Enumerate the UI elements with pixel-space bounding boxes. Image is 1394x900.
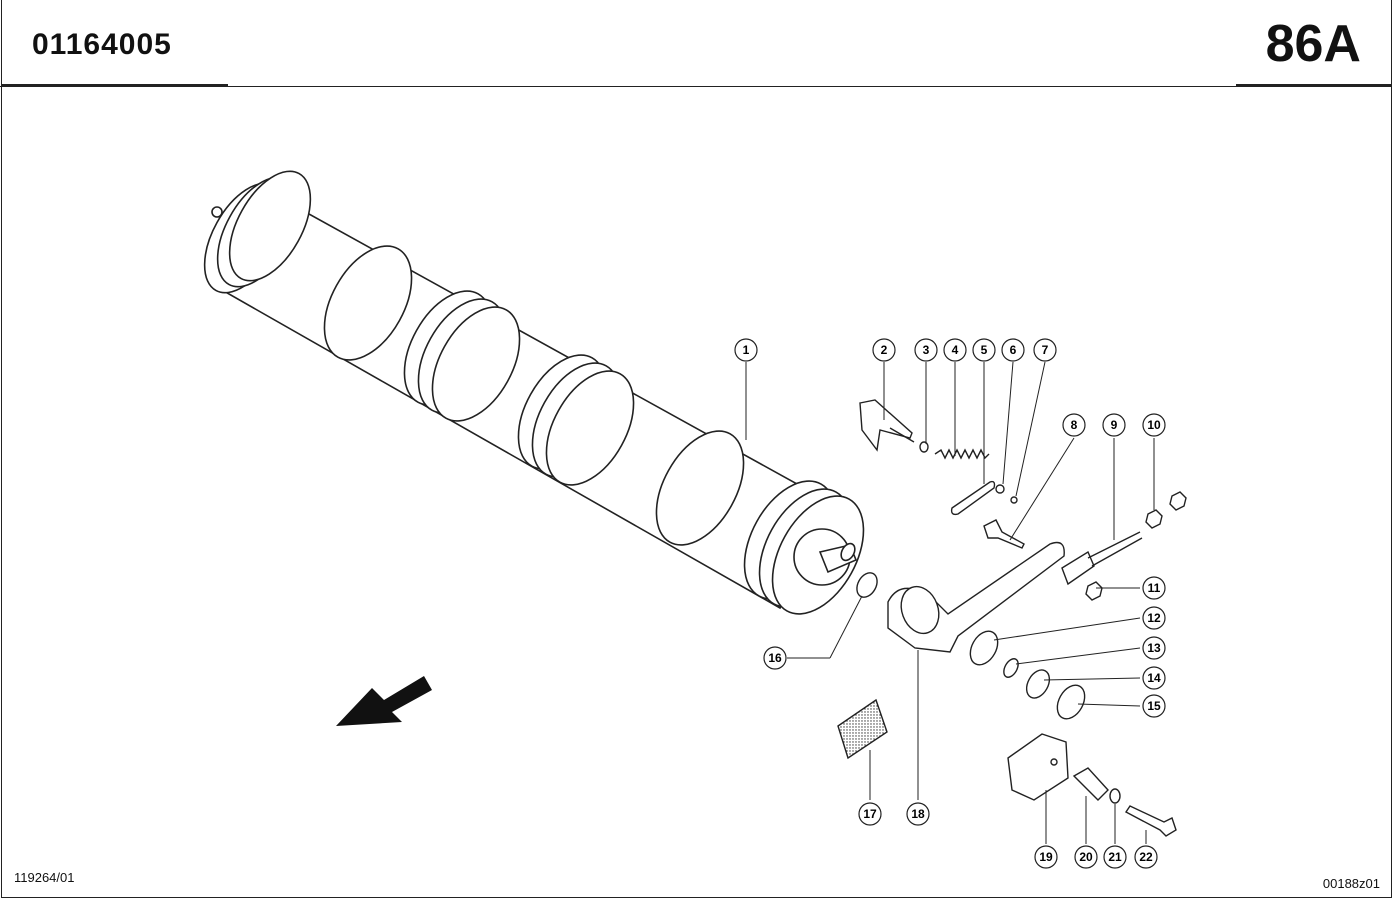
drawing-reference-right: 00188z01 <box>1322 876 1380 891</box>
link-5 <box>950 480 996 516</box>
callout-21: 21 <box>1103 845 1127 869</box>
washer-3 <box>919 441 929 453</box>
callout-3: 3 <box>914 338 938 362</box>
callout-4: 4 <box>943 338 967 362</box>
callout-11: 11 <box>1142 576 1166 600</box>
callout-13: 13 <box>1142 636 1166 660</box>
callout-label: 3 <box>923 343 930 357</box>
callout-label: 16 <box>768 651 782 665</box>
callout-14: 14 <box>1142 666 1166 690</box>
callout-8: 8 <box>1062 413 1086 437</box>
callout-label: 17 <box>863 807 877 821</box>
bearing-12 <box>969 630 999 666</box>
callout-10: 10 <box>1142 413 1166 437</box>
callout-2: 2 <box>872 338 896 362</box>
callout-label: 4 <box>952 343 959 357</box>
washer-21 <box>1109 788 1121 804</box>
bolt-8 <box>983 519 1025 549</box>
callout-9: 9 <box>1102 413 1126 437</box>
callout-15: 15 <box>1142 694 1166 718</box>
callout-7: 7 <box>1033 338 1057 362</box>
ring-16 <box>856 572 878 598</box>
callout-label: 10 <box>1147 418 1161 432</box>
callout-label: 2 <box>881 343 888 357</box>
spring-4 <box>934 448 990 460</box>
callout-label: 18 <box>911 807 925 821</box>
callout-label: 9 <box>1111 418 1118 432</box>
nut-7 <box>1010 496 1018 504</box>
block-19 <box>1007 733 1069 801</box>
callout-label: 15 <box>1147 699 1161 713</box>
arrow-left-down-icon <box>336 676 432 726</box>
callout-label: 14 <box>1147 671 1161 685</box>
leader-lines <box>745 361 1155 844</box>
roller-drum <box>203 170 865 615</box>
nut-10 <box>1145 509 1163 529</box>
callout-label: 8 <box>1071 418 1078 432</box>
callout-label: 5 <box>981 343 988 357</box>
callout-label: 13 <box>1147 641 1161 655</box>
ring-13 <box>1003 658 1019 678</box>
callout-label: 11 <box>1148 581 1161 595</box>
drawing-reference-left: 119264/01 <box>14 870 75 885</box>
callout-label: 6 <box>1010 343 1017 357</box>
part-code: 01164005 <box>32 28 172 61</box>
callout-label: 20 <box>1079 850 1093 864</box>
nut-11 <box>1085 581 1103 601</box>
callout-label: 22 <box>1139 850 1153 864</box>
pin-2 <box>859 399 913 452</box>
callout-1: 1 <box>734 338 758 362</box>
callout-label: 12 <box>1147 611 1161 625</box>
callout-label: 7 <box>1042 343 1049 357</box>
callout-6: 6 <box>1001 338 1025 362</box>
header-divider <box>0 86 1391 87</box>
washer-6 <box>995 484 1005 494</box>
sheet-underline <box>1236 84 1392 86</box>
callout-12: 12 <box>1142 606 1166 630</box>
callout-20: 20 <box>1074 845 1098 869</box>
sheet-number: 86A <box>1265 15 1361 73</box>
callout-17: 17 <box>858 802 882 826</box>
callout-label: 1 <box>743 343 750 357</box>
disc-14 <box>1025 669 1051 699</box>
bolt-22 <box>1124 805 1177 837</box>
bushing-20 <box>1072 767 1109 801</box>
ring-15 <box>1056 684 1086 720</box>
pad-17 <box>837 698 888 760</box>
callout-16: 16 <box>763 646 787 670</box>
callout-22: 22 <box>1134 845 1158 869</box>
callout-18: 18 <box>906 802 930 826</box>
header: 01164005 86A <box>2 0 1391 86</box>
callout-label: 19 <box>1039 850 1053 864</box>
bracket-9 <box>1061 550 1095 586</box>
callout-5: 5 <box>972 338 996 362</box>
code-underline <box>2 84 228 86</box>
callout-19: 19 <box>1034 845 1058 869</box>
callout-label: 21 <box>1108 850 1122 864</box>
